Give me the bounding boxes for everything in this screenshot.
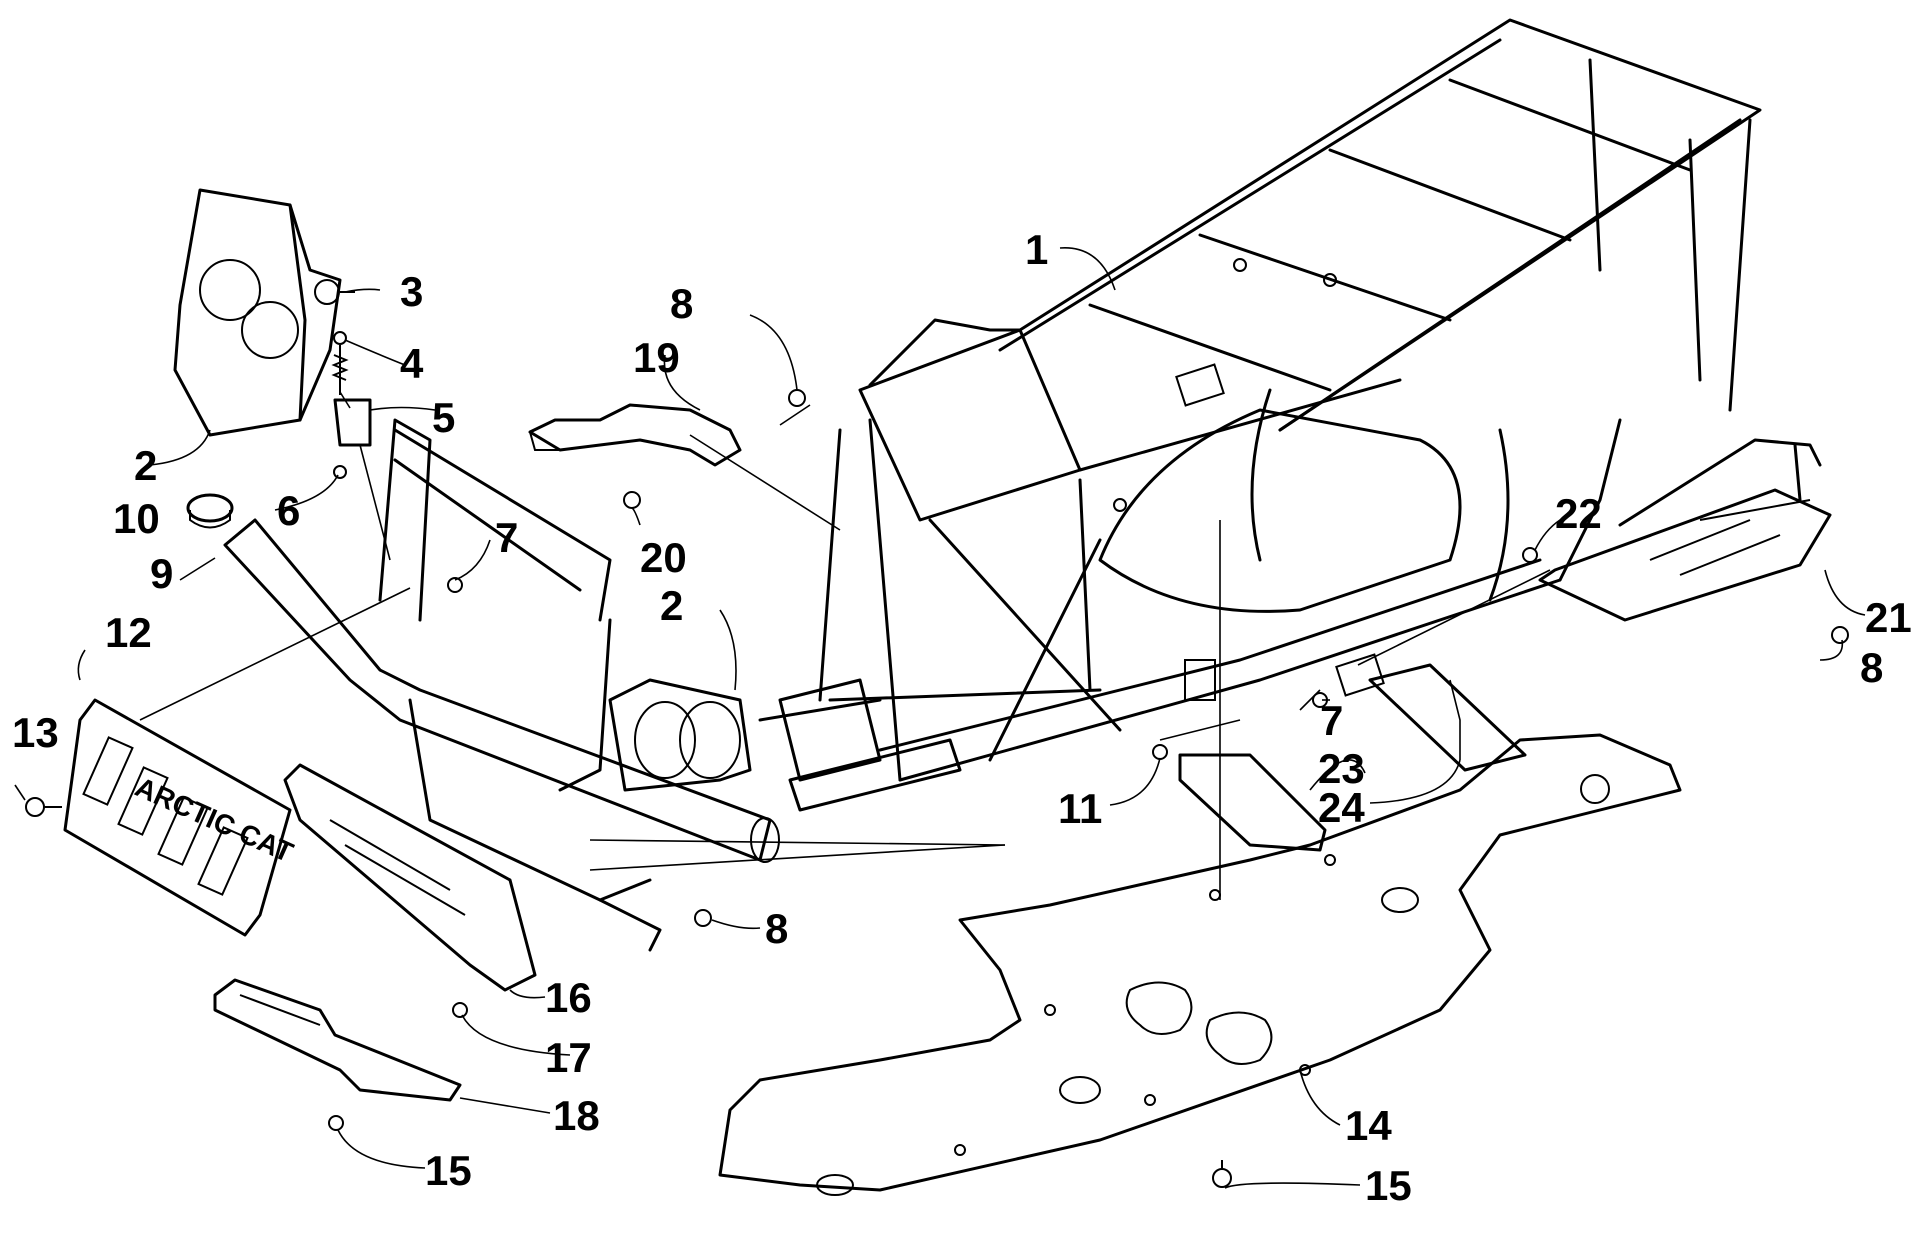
callout-11: 11 (1058, 785, 1102, 832)
callout-2-right-headlight: 2 (660, 582, 683, 629)
skid-bracket (213, 978, 462, 1102)
mounting-bracket (333, 398, 372, 447)
skid-plate (718, 733, 1682, 1196)
frame-bolt-11 (1152, 744, 1168, 760)
callout-5: 5 (432, 394, 455, 441)
callout-4: 4 (400, 340, 424, 387)
callout-8-right: 8 (1860, 644, 1883, 691)
grille-panel: ARCTIC CAT (63, 698, 298, 937)
frame-nut-left (447, 577, 463, 593)
frame-bolt-right (1831, 626, 1849, 644)
front-bumper-tube (223, 418, 780, 952)
callout-19: 19 (633, 334, 680, 381)
callout-labels: 1 2 2 3 4 5 6 7 7 8 8 8 9 10 11 12 13 14… (12, 226, 1912, 1209)
callout-18: 18 (553, 1092, 600, 1139)
callout-22: 22 (1555, 490, 1602, 537)
skid-bracket-screw (328, 1115, 344, 1131)
callout-12: 12 (105, 609, 152, 656)
slider-plate-lower (1178, 753, 1327, 852)
callout-20: 20 (640, 534, 687, 581)
callout-21: 21 (1865, 594, 1912, 641)
callout-8-upper: 8 (670, 280, 693, 327)
bumper-bolt (694, 909, 712, 927)
nut (333, 465, 347, 479)
headlight-right (608, 678, 752, 792)
skid-plate-screw (1212, 1160, 1232, 1188)
front-bracket-arm (528, 403, 742, 467)
callout-2-left-headlight: 2 (134, 442, 157, 489)
grille-screw (25, 797, 62, 817)
main-frame (758, 18, 1762, 812)
callout-15-skid-bracket: 15 (425, 1147, 472, 1194)
slider-plate-upper (1368, 663, 1527, 772)
callout-7-frame: 7 (1320, 697, 1343, 744)
callout-23: 23 (1318, 745, 1365, 792)
callout-14: 14 (1345, 1102, 1392, 1149)
callout-3: 3 (400, 268, 423, 315)
headlight-left (173, 188, 342, 437)
callout-16: 16 (545, 974, 592, 1021)
bracket-bolt (623, 491, 641, 509)
spring (331, 331, 349, 395)
callout-1: 1 (1025, 226, 1048, 273)
callout-8-bumper: 8 (765, 905, 788, 952)
callout-7-bumper: 7 (495, 514, 518, 561)
callout-17: 17 (545, 1034, 592, 1081)
end-cap (186, 493, 234, 529)
guard-screw (452, 1002, 468, 1018)
callout-15-skid-plate: 15 (1365, 1162, 1412, 1209)
callout-leaders (14, 247, 1866, 1189)
frame-bolt-upper (788, 389, 806, 407)
alignment-lines (139, 391, 1551, 900)
callout-24: 24 (1318, 784, 1365, 831)
callout-9: 9 (150, 550, 173, 597)
footrest-bolt (1522, 547, 1538, 563)
callout-6: 6 (277, 487, 300, 534)
callout-10: 10 (113, 495, 160, 542)
footrest (1538, 438, 1832, 622)
lower-guard (283, 763, 537, 992)
callout-13: 13 (12, 709, 59, 756)
